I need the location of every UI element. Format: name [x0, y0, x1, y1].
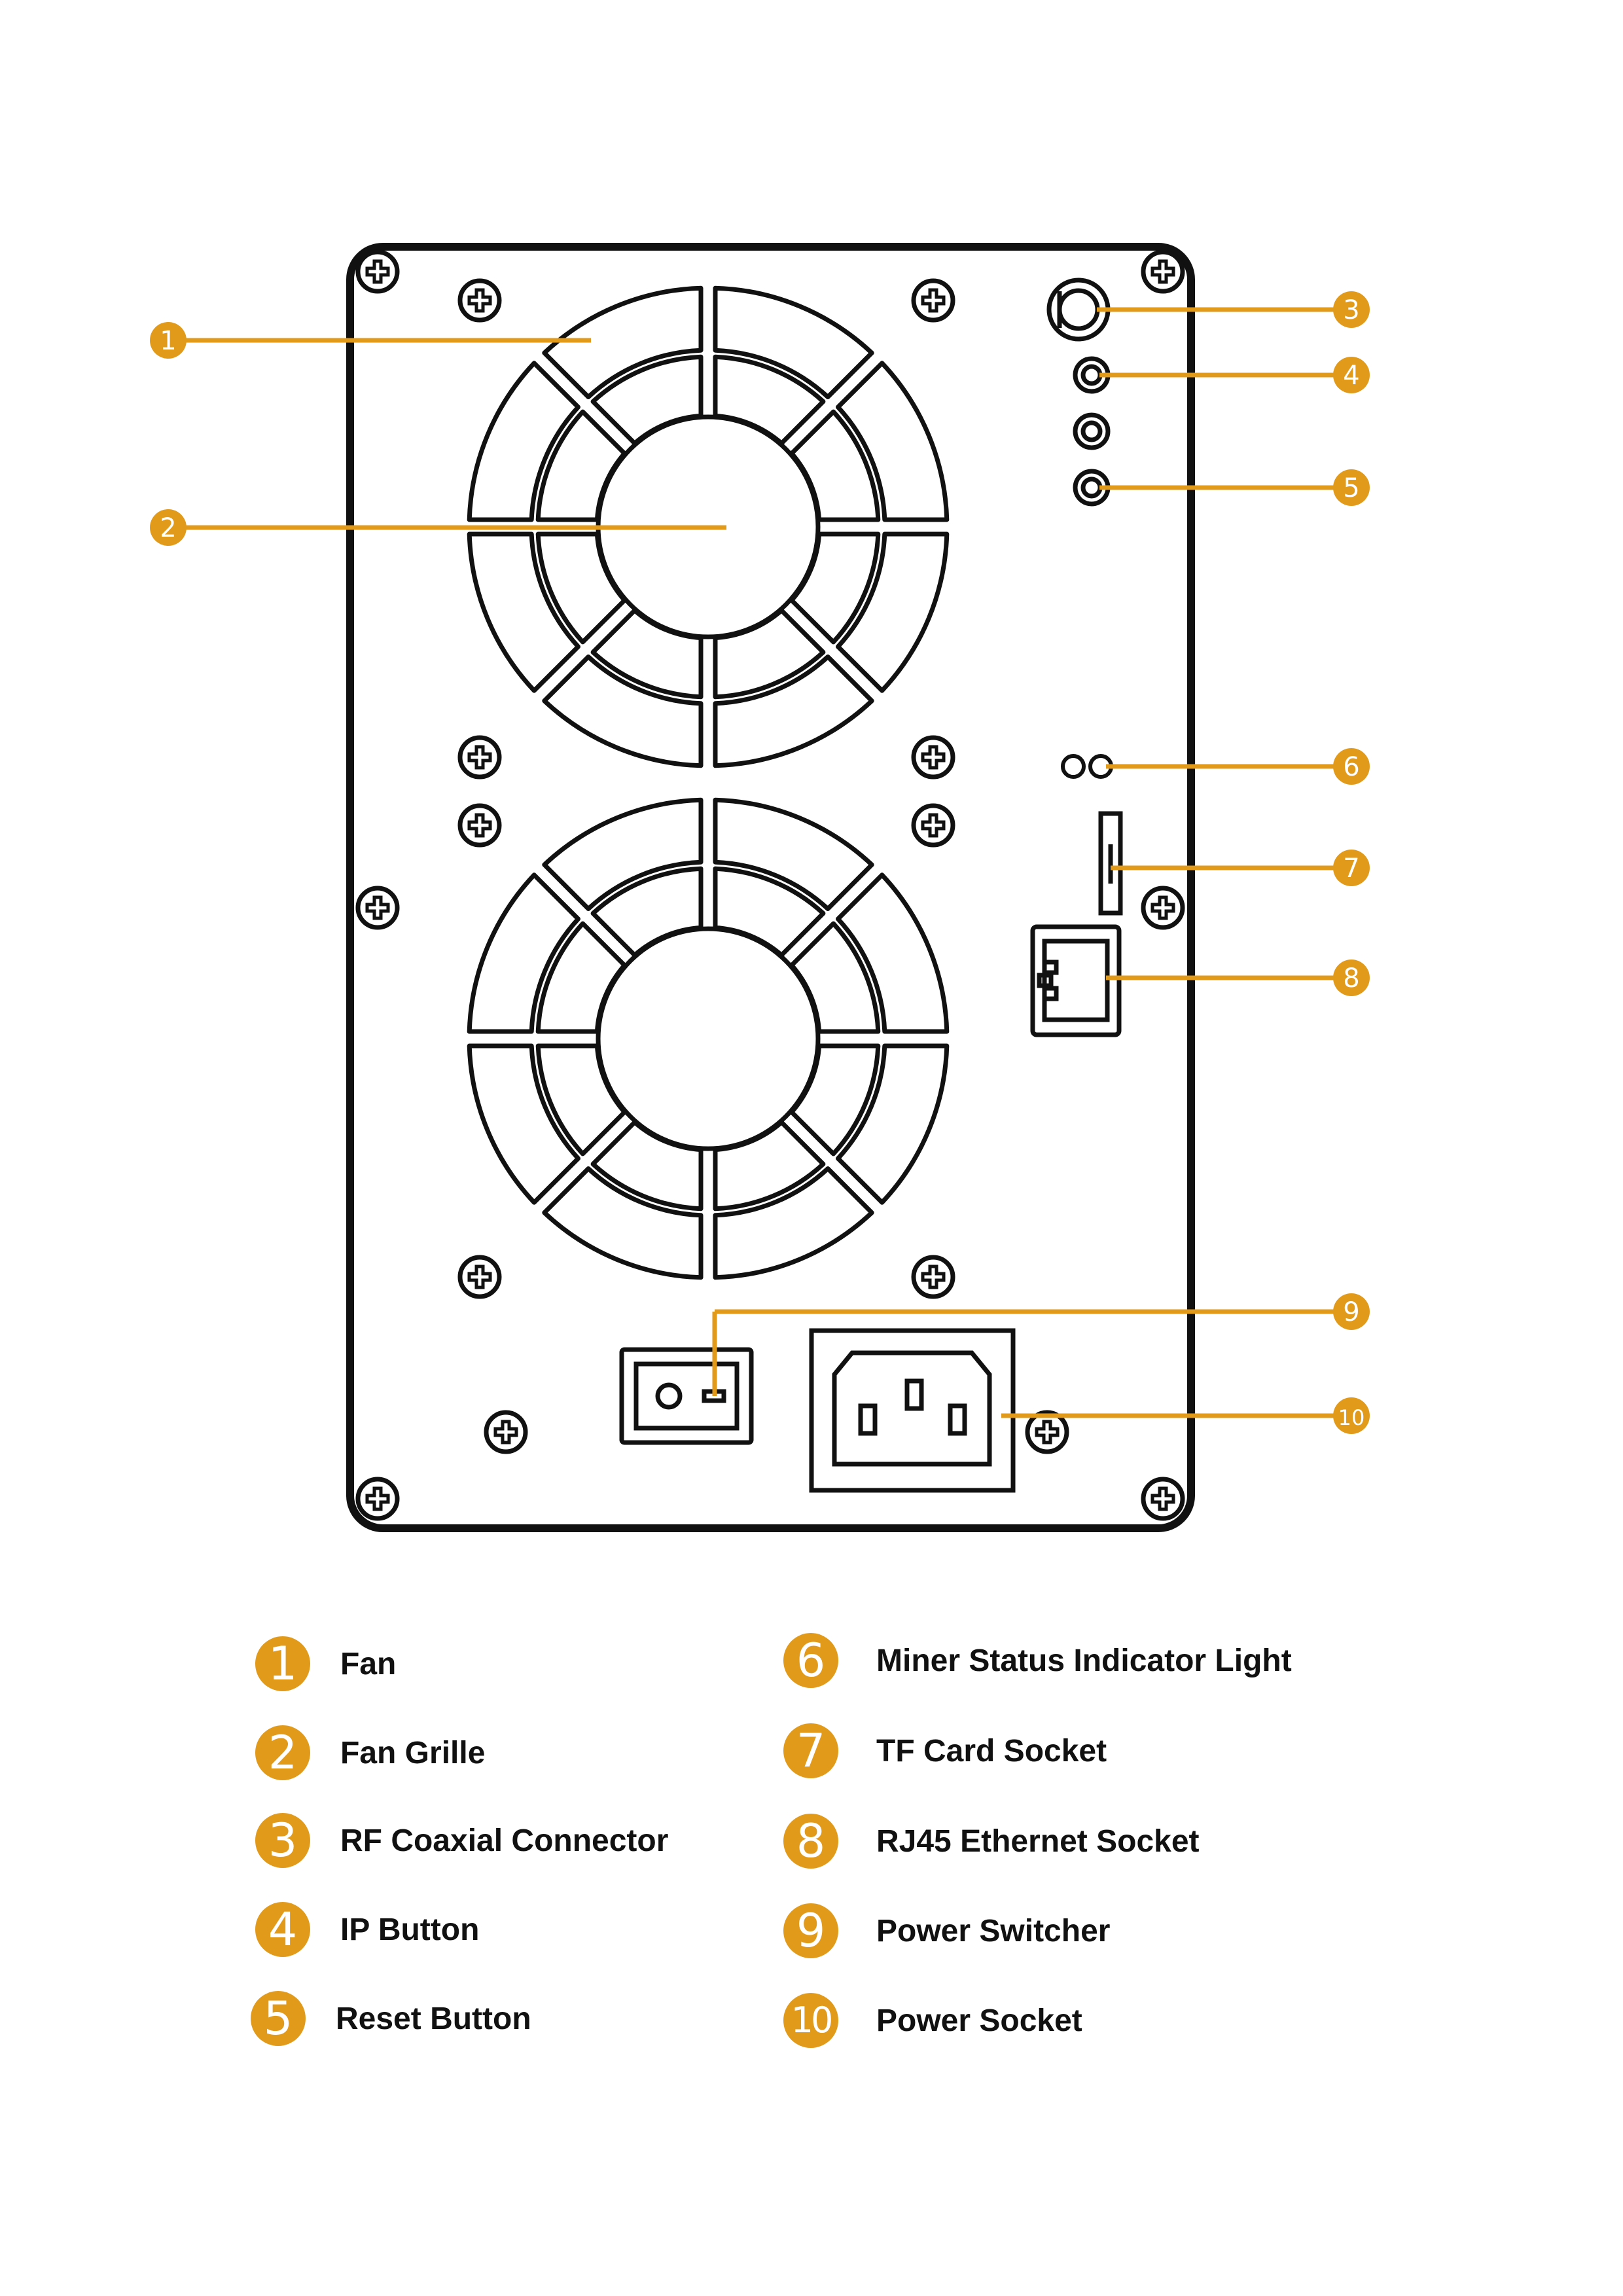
callout-number: 9: [1343, 1297, 1359, 1327]
callout-6: 6: [1106, 748, 1370, 785]
screw-icon: [355, 1477, 400, 1521]
screw-icon: [355, 886, 400, 930]
lower-fan: [467, 797, 950, 1280]
callout-number: 6: [1343, 752, 1359, 782]
callout-9: 9: [712, 1293, 1370, 1396]
tf-card-socket: [1098, 811, 1123, 916]
screw-icon: [457, 1255, 502, 1299]
callout-10: 10: [1001, 1397, 1370, 1434]
callout-8: 8: [1106, 960, 1370, 996]
callout-badge: [1333, 1293, 1370, 1330]
fans-group: [467, 285, 950, 1280]
screw-icon: [911, 1255, 955, 1299]
screw-icon: [911, 803, 955, 848]
callout-number: 4: [1343, 361, 1359, 391]
callout-2: 2: [150, 509, 726, 546]
callout-number: 8: [1343, 963, 1359, 994]
screw-icon: [1025, 1410, 1069, 1454]
callout-4: 4: [1099, 357, 1370, 393]
callout-badge: [1333, 850, 1370, 886]
callout-number: 5: [1343, 473, 1359, 503]
screw-icon: [484, 1410, 528, 1454]
callout-badge: [150, 509, 187, 546]
screw-icon: [457, 803, 502, 848]
screw-icon: [911, 735, 955, 780]
round-button: [1073, 412, 1111, 450]
screw-icon: [911, 278, 955, 323]
callout-1: 1: [150, 322, 591, 359]
screw-icon: [1141, 1477, 1185, 1521]
callout-3: 3: [1097, 291, 1370, 328]
screw-icon: [1141, 249, 1185, 294]
callouts-group: 1 2 3 4 5 6 7 8 9 10: [150, 291, 1370, 1434]
callout-number: 3: [1343, 295, 1359, 325]
power-socket: [809, 1328, 1016, 1493]
callout-badge: [1333, 748, 1370, 785]
callout-badge: [1333, 960, 1370, 996]
status-indicator-lights: [1061, 754, 1113, 779]
callout-number: 10: [1338, 1405, 1365, 1430]
rj45-ethernet-socket: [1030, 924, 1122, 1037]
callout-badge: [1333, 291, 1370, 328]
screw-icon: [457, 278, 502, 323]
screw-icon: [355, 249, 400, 294]
screw-icon: [457, 735, 502, 780]
screws-group: [355, 249, 1185, 1521]
callout-badge: [150, 322, 187, 359]
callout-number: 7: [1343, 853, 1359, 884]
callout-5: 5: [1099, 469, 1370, 506]
power-switch: [619, 1347, 754, 1445]
callout-number: 2: [160, 513, 176, 543]
callout-number: 1: [160, 326, 176, 356]
callout-badge: [1333, 357, 1370, 393]
chassis-outline: [346, 243, 1195, 1532]
callout-7: 7: [1111, 850, 1370, 886]
screw-icon: [1141, 886, 1185, 930]
callout-badge: [1333, 469, 1370, 506]
callout-badge: [1333, 1397, 1370, 1434]
